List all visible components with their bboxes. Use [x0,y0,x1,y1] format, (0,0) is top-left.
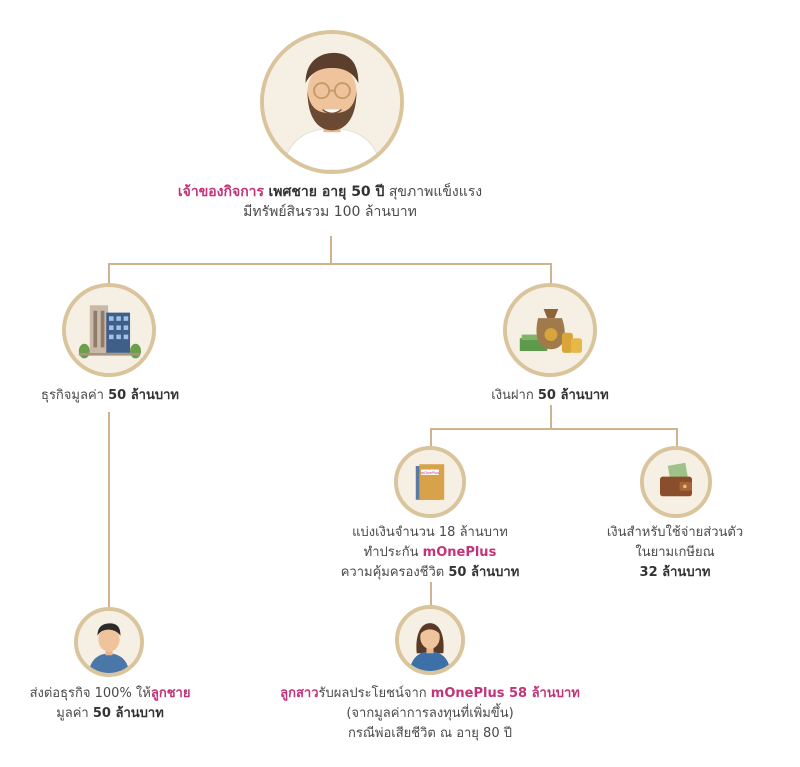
insurance-caption: แบ่งเงินจำนวน 18 ล้านบาท ทำประกัน mOnePl… [300,523,560,583]
connector [108,412,110,607]
insurance-coverage: 50 ล้านบาท [448,565,520,580]
business-caption: ธุรกิจมูลค่า 50 ล้านบาท [10,386,210,406]
building-icon [62,283,156,377]
son-prefix: ส่งต่อธุรกิจ 100% ให้ [29,686,151,701]
owner-desc-rest: สุขภาพแข็งแรง [388,184,483,200]
insurance-line2-prefix: ทำประกัน [363,545,419,560]
connector [330,236,332,264]
owner-assets: มีทรัพย์สินรวม 100 ล้านบาท [243,204,417,220]
business-value: 50 ล้านบาท [108,388,179,403]
connector [550,405,552,430]
deposit-caption: เงินฝาก 50 ล้านบาท [450,386,650,406]
connector [430,582,432,606]
money-bag-icon [503,283,597,377]
insurance-line3-prefix: ความคุ้มครองชีวิต [340,565,445,580]
son-caption: ส่งต่อธุรกิจ 100% ให้ลูกชาย มูลค่า 50 ล้… [10,684,210,724]
policy-book-icon: mOnePlus [394,446,466,518]
deposit-value: 50 ล้านบาท [537,388,609,403]
son-value-prefix: มูลค่า [56,706,89,721]
deposit-label: เงินฝาก [491,388,534,403]
retirement-line1: เงินสำหรับใช้จ่ายส่วนตัว [606,525,744,540]
son-label: ลูกชาย [150,686,191,701]
connector [430,428,432,446]
daughter-caption: ลูกสาวรับผลประโยชน์จาก mOnePlus 58 ล้านบ… [250,684,610,744]
daughter-line2: (จากมูลค่าการลงทุนที่เพิ่มขึ้น) [346,706,514,721]
son-avatar [74,607,144,677]
daughter-benefit: mOnePlus 58 ล้านบาท [430,686,580,701]
owner-caption: เจ้าของกิจการ เพศชาย อายุ 50 ปี สุขภาพแข… [130,182,530,222]
daughter-avatar [395,605,465,675]
retirement-line2: ในยามเกษียณ [635,545,715,560]
daughter-line3: กรณีพ่อเสียชีวิต ณ อายุ 80 ปี [348,726,512,741]
policy-book-label: mOnePlus [421,470,440,475]
insurance-brand: mOnePlus [422,545,497,560]
connector [108,263,110,285]
owner-role: เจ้าของกิจการ [177,184,265,200]
insurance-line1: แบ่งเงินจำนวน 18 ล้านบาท [352,525,508,540]
daughter-mid: รับผลประโยชน์จาก [318,686,427,701]
connector [108,263,552,265]
daughter-label: ลูกสาว [280,686,319,701]
owner-desc-bold: เพศชาย อายุ 50 ปี [268,184,385,200]
owner-avatar [260,30,404,174]
wallet-icon [640,446,712,518]
retirement-amount: 32 ล้านบาท [639,565,711,580]
connector [550,263,552,285]
business-label: ธุรกิจมูลค่า [41,388,104,403]
son-value: 50 ล้านบาท [92,706,164,721]
connector [676,428,678,446]
retirement-caption: เงินสำหรับใช้จ่ายส่วนตัว ในยามเกษียณ 32 … [580,523,770,583]
connector [430,428,678,430]
